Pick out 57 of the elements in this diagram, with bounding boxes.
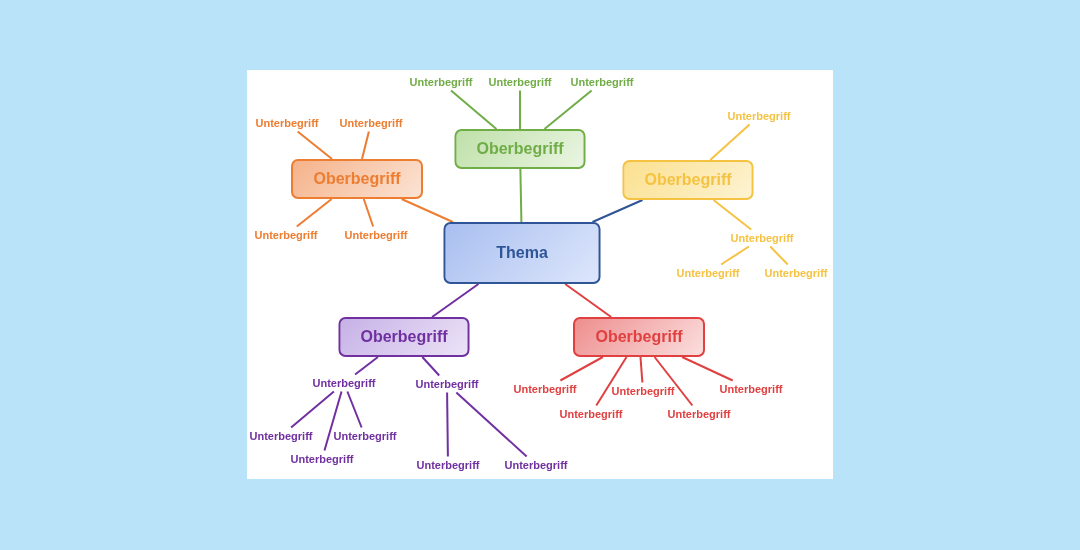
subterm-label: Unterbegriff [409, 75, 473, 89]
connector-line [450, 89, 498, 130]
connector-line [296, 130, 333, 160]
subterm-label: Unterbegriff [667, 407, 731, 421]
subterm-label: Unterbegriff [312, 376, 376, 390]
connector-line [639, 356, 644, 384]
subterm-label: Unterbegriff [333, 429, 397, 443]
connector-line [431, 283, 480, 318]
connector-line [323, 390, 343, 452]
connector-line [400, 198, 454, 223]
category-box: Oberbegriff [291, 159, 423, 199]
category-box: Oberbegriff [573, 317, 705, 357]
connector-line [446, 391, 449, 458]
subterm-label: Unterbegriff [611, 384, 675, 398]
connector-line [591, 199, 644, 223]
category-box: Oberbegriff [338, 317, 470, 357]
subterm-label: Unterbegriff [415, 377, 479, 391]
subterm-label: Unterbegriff [730, 231, 794, 245]
subterm-label: Unterbegriff [676, 266, 740, 280]
connector-line [769, 245, 789, 266]
subterm-label: Unterbegriff [488, 75, 552, 89]
subterm-label: Unterbegriff [719, 382, 783, 396]
connector-line [354, 356, 379, 376]
subterm-label: Unterbegriff [344, 228, 408, 242]
subterm-label: Unterbegriff [255, 116, 319, 130]
connector-line [346, 390, 363, 429]
category-box: Oberbegriff [622, 160, 754, 200]
subterm-label: Unterbegriff [249, 429, 313, 443]
subterm-label: Unterbegriff [764, 266, 828, 280]
connector-line [519, 168, 523, 223]
connector-line [290, 390, 335, 429]
subterm-label: Unterbegriff [290, 452, 354, 466]
category-box: Oberbegriff [454, 129, 586, 169]
topic-box: Thema [443, 222, 601, 284]
subterm-label: Unterbegriff [339, 116, 403, 130]
connector-line [564, 283, 613, 318]
connector-line [543, 89, 593, 130]
subterm-label: Unterbegriff [727, 109, 791, 123]
subterm-label: Unterbegriff [570, 75, 634, 89]
subterm-label: Unterbegriff [504, 458, 568, 472]
subterm-label: Unterbegriff [416, 458, 480, 472]
connector-line [709, 123, 751, 161]
connector-line [681, 356, 734, 382]
connector-line [653, 356, 694, 407]
subterm-label: Unterbegriff [254, 228, 318, 242]
subterm-label: Unterbegriff [513, 382, 577, 396]
connector-line [712, 199, 753, 231]
connector-line [362, 198, 375, 228]
connector-line [361, 130, 370, 160]
connector-line [559, 356, 604, 382]
connector-line [455, 391, 528, 458]
connector-line [595, 356, 628, 407]
connector-line [519, 89, 521, 130]
connector-line [295, 198, 333, 228]
connector-line [720, 245, 750, 266]
subterm-label: Unterbegriff [559, 407, 623, 421]
connector-line [421, 356, 441, 377]
